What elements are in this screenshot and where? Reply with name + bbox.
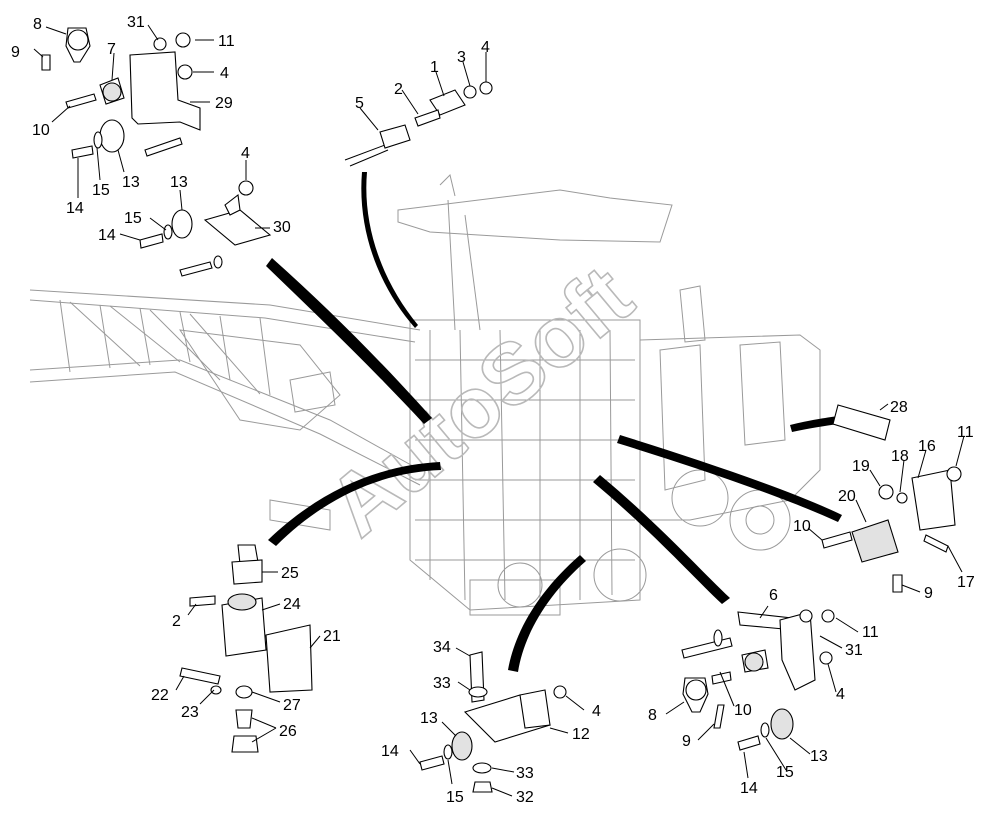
callout-1: 1 [430,59,439,76]
detail-bracket-6 [681,609,835,751]
callout-4: 4 [836,686,845,703]
callout-23: 23 [181,704,199,721]
callout-9: 9 [11,44,20,61]
callout-5: 5 [355,95,364,112]
callout-2: 2 [172,613,181,630]
detail-bracket-30 [139,180,272,277]
callout-9: 9 [924,585,933,602]
callout-33: 33 [516,765,534,782]
callout-4: 4 [481,39,490,56]
callout-9: 9 [682,733,691,750]
callout-15: 15 [92,182,110,199]
callout-17: 17 [957,574,975,591]
callout-20: 20 [838,488,856,505]
callout-33: 33 [433,675,451,692]
callout-19: 19 [852,458,870,475]
callout-3: 3 [457,49,466,66]
callout-labels: 8 9 31 11 7 4 29 10 13 15 14 4 13 15 14 … [11,14,975,806]
callout-22: 22 [151,687,169,704]
callout-7: 7 [107,41,116,58]
callout-14: 14 [98,227,116,244]
detail-bracket-29 [41,27,201,159]
callout-32: 32 [516,789,534,806]
callout-11: 11 [862,624,879,641]
callout-15: 15 [776,764,794,781]
callout-15: 15 [446,789,464,806]
callout-27: 27 [283,697,301,714]
callout-4: 4 [241,145,250,162]
callout-8: 8 [648,707,657,724]
callout-10: 10 [32,122,50,139]
callout-30: 30 [273,219,291,236]
callout-4: 4 [592,703,601,720]
callout-26: 26 [279,723,297,740]
detail-joystick-24 [179,544,313,753]
machine-outline [29,174,821,616]
pointer-arrows [266,172,842,672]
callout-10: 10 [793,518,811,535]
callout-29: 29 [215,95,233,112]
callout-13: 13 [810,748,828,765]
detail-bracket-16 [821,404,962,593]
callout-2: 2 [394,81,403,98]
detail-switch-1 [344,81,493,167]
callout-25: 25 [281,565,299,582]
callout-31: 31 [845,642,863,659]
callout-18: 18 [891,448,909,465]
callout-8: 8 [33,16,42,33]
callout-31: 31 [127,14,145,31]
callout-14: 14 [381,743,399,760]
callout-34: 34 [433,639,451,656]
callout-21: 21 [323,628,341,645]
callout-13: 13 [170,174,188,191]
callout-13: 13 [122,174,140,191]
detail-bracket-12 [419,651,567,793]
callout-16: 16 [918,438,936,455]
callout-12: 12 [572,726,590,743]
leader-lines [33,24,965,797]
callout-28: 28 [890,399,908,416]
callout-4: 4 [220,65,229,82]
callout-14: 14 [740,780,758,797]
callout-24: 24 [283,596,301,613]
callout-11: 11 [957,424,974,441]
callout-6: 6 [769,587,778,604]
callout-15: 15 [124,210,142,227]
callout-10: 10 [734,702,752,719]
watermark-text: AutoSoft [311,248,651,555]
callout-14: 14 [66,200,84,217]
callout-11: 11 [218,33,235,50]
callout-13: 13 [420,710,438,727]
